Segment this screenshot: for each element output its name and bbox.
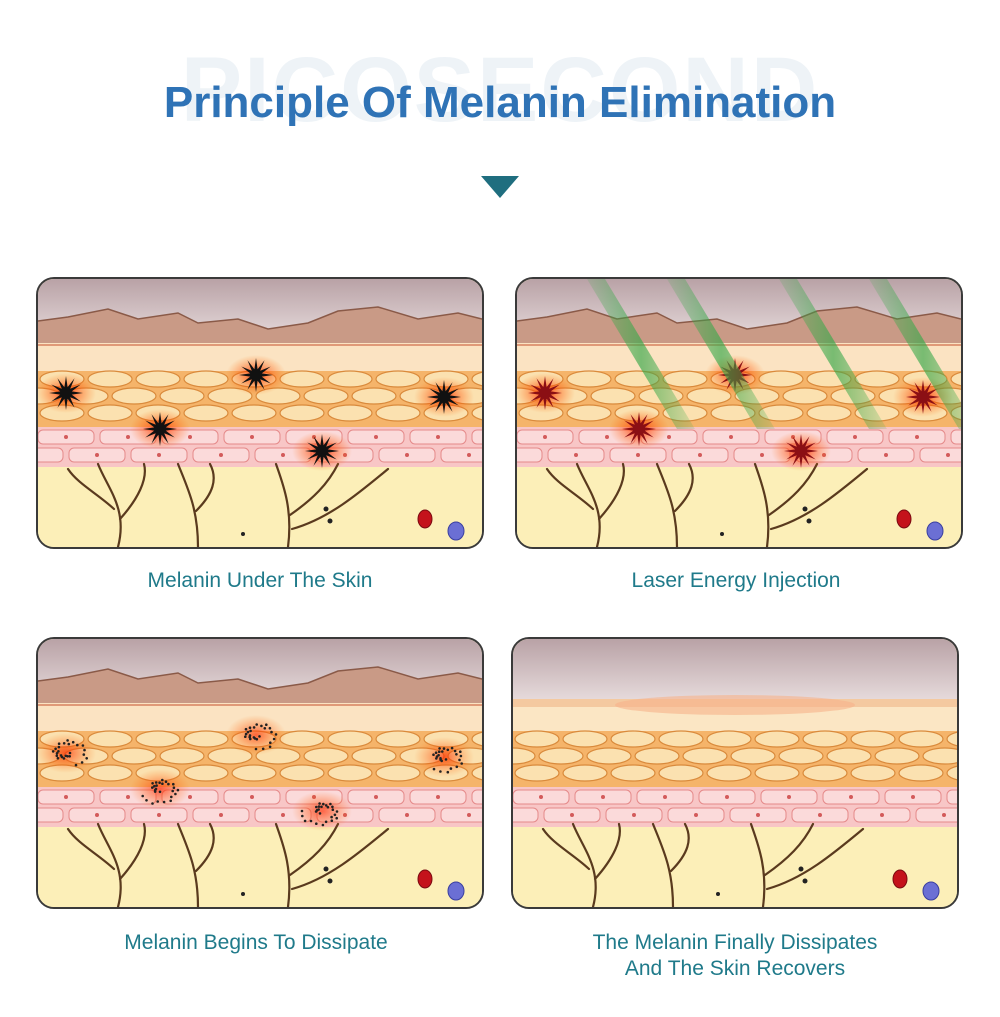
background-watermark-word: PICOSECOND [180,39,820,141]
step-4-skin-panel [511,637,959,909]
skin-illustration [38,279,482,547]
skin-illustration [38,639,482,907]
skin-illustration [517,279,961,547]
down-arrow-icon [481,176,519,198]
step-3-caption: Melanin Begins To Dissipate [32,930,480,956]
step-1-skin-panel [36,277,484,549]
page-title: Principle Of Melanin Elimination [163,78,837,127]
step-1-caption-line: Melanin Under The Skin [147,569,373,592]
step-3-caption-line: Melanin Begins To Dissipate [124,931,388,954]
step-2-skin-panel [515,277,963,549]
step-4-caption: The Melanin Finally Dissipates And The S… [511,930,959,982]
step-2-caption: Laser Energy Injection [512,568,960,594]
skin-illustration [513,639,957,907]
step-2-caption-line: Laser Energy Injection [631,569,841,592]
step-1-caption: Melanin Under The Skin [36,568,484,594]
step-4-caption-line-2: And The Skin Recovers [624,957,846,980]
step-4-caption-line-1: The Melanin Finally Dissipates [592,931,878,954]
step-3-skin-panel [36,637,484,909]
